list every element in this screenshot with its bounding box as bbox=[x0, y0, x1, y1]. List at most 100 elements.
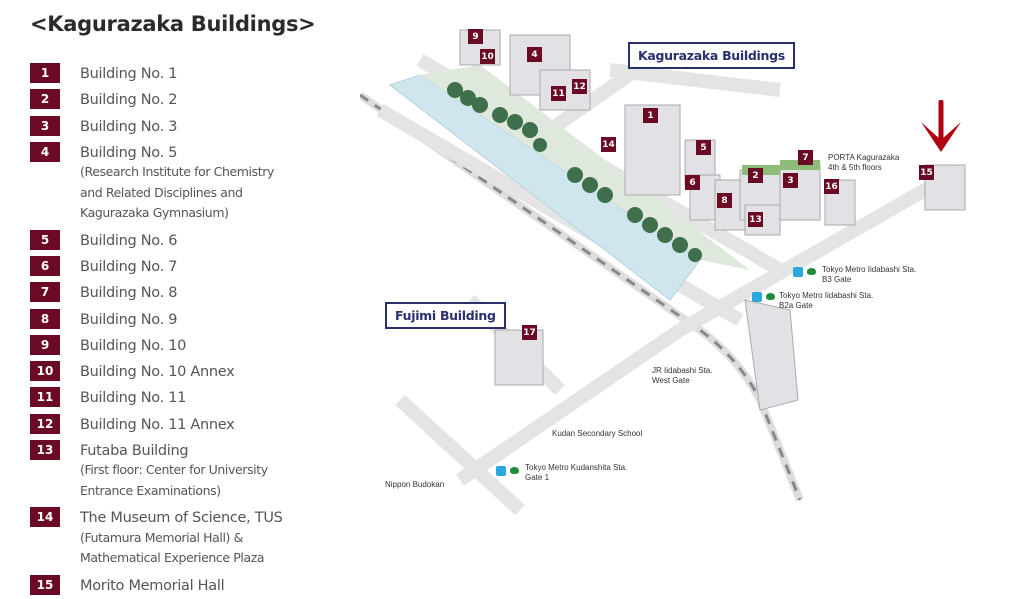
building-number-badge: 13 bbox=[30, 440, 60, 461]
legend-item-text: Building No. 5 (Research Institute for Ch… bbox=[80, 140, 274, 228]
building-number-badge: 5 bbox=[30, 229, 60, 250]
legend-item: 5 Building No. 6 bbox=[30, 228, 283, 254]
building-name: Building No. 11 bbox=[80, 390, 187, 407]
legend-item: 7 Building No. 8 bbox=[30, 280, 283, 306]
map-building-marker-10[interactable]: 10 bbox=[480, 49, 495, 64]
building-name: Building No. 2 bbox=[80, 92, 178, 109]
building-number-badge: 14 bbox=[30, 507, 60, 528]
fujimi-area-label: Fujimi Building bbox=[385, 302, 506, 329]
building-shapes bbox=[459, 29, 966, 411]
legend-item-text: The Museum of Science, TUS (Futamura Memo… bbox=[80, 505, 283, 572]
building-name: Futaba Building bbox=[80, 443, 189, 460]
legend-title: <Kagurazaka Buildings> bbox=[30, 12, 316, 36]
legend-item: 12 Building No. 11 Annex bbox=[30, 412, 283, 438]
map-building-marker-1[interactable]: 1 bbox=[643, 108, 658, 123]
building-name: Building No. 6 bbox=[80, 232, 178, 249]
legend-item: 1 Building No. 1 bbox=[30, 61, 283, 87]
map-building-marker-6[interactable]: 6 bbox=[685, 175, 700, 190]
building-number-badge: 1 bbox=[30, 63, 60, 83]
metro-b3-label: Tokyo Metro Iidabashi Sta. B3 Gate bbox=[822, 265, 917, 284]
legend-item-text: Building No. 6 bbox=[80, 228, 177, 254]
jr-west-gate-label: JR Iidabashi Sta. West Gate bbox=[652, 366, 713, 385]
legend-item-text: Futaba Building (First floor: Center for … bbox=[80, 438, 268, 505]
tree-icon bbox=[807, 268, 816, 275]
map-building-marker-15[interactable]: 15 bbox=[919, 165, 934, 180]
building-number-badge: 12 bbox=[30, 413, 60, 434]
metro-icon bbox=[752, 292, 762, 302]
building-number-badge: 2 bbox=[30, 89, 60, 110]
tree-icon bbox=[510, 467, 519, 474]
legend-item: 14 The Museum of Science, TUS (Futamura Me… bbox=[30, 505, 283, 572]
roads bbox=[376, 53, 964, 516]
porta-label: PORTA Kagurazaka 4th & 5th floors bbox=[828, 153, 900, 172]
building-name: Building No. 3 bbox=[80, 118, 178, 135]
building-name: Morito Memorial Hall bbox=[80, 577, 225, 594]
legend-item-text: Building No. 10 Annex bbox=[80, 359, 235, 385]
highlight-arrow-icon bbox=[921, 100, 961, 152]
legend-item-text: Building No. 11 Annex bbox=[80, 412, 235, 438]
legend-item-text: Building No. 1 bbox=[80, 61, 177, 87]
legend-item: 3 Building No. 3 bbox=[30, 114, 283, 140]
legend-item: 13 Futaba Building (First floor: Center fo… bbox=[30, 438, 283, 505]
building-number-badge: 9 bbox=[30, 334, 60, 355]
kudan-school-label: Kudan Secondary School bbox=[552, 429, 643, 438]
building-note: (Research Institute for Chemistry and Re… bbox=[80, 164, 274, 221]
legend-item-text: Building No. 11 bbox=[80, 385, 186, 411]
map-building-marker-14[interactable]: 14 bbox=[601, 137, 616, 152]
legend-item: 4 Building No. 5 (Research Institute for C… bbox=[30, 140, 283, 228]
legend-item: 10 Building No. 10 Annex bbox=[30, 359, 283, 385]
legend-item-text: Building No. 2 bbox=[80, 87, 177, 113]
legend-item: 9 Building No. 10 bbox=[30, 333, 283, 359]
map-building-marker-7[interactable]: 7 bbox=[798, 150, 813, 165]
building-name: The Museum of Science, TUS bbox=[80, 510, 283, 527]
building-name: Building No. 9 bbox=[80, 311, 178, 328]
map-building-marker-3[interactable]: 3 bbox=[783, 173, 798, 188]
building-number-badge: 7 bbox=[30, 282, 60, 303]
building-name: Building No. 10 Annex bbox=[80, 364, 235, 381]
map-building-marker-12[interactable]: 12 bbox=[572, 79, 587, 94]
tree-icon bbox=[766, 293, 775, 300]
building-number-badge: 6 bbox=[30, 255, 60, 276]
map-building-marker-11[interactable]: 11 bbox=[551, 86, 566, 101]
map-building-marker-9[interactable]: 9 bbox=[468, 29, 483, 44]
legend-item-text: Building No. 8 bbox=[80, 280, 177, 306]
building-number-badge: 8 bbox=[30, 308, 60, 329]
building-number-badge: 4 bbox=[30, 141, 60, 162]
building-name: Building No. 11 Annex bbox=[80, 416, 235, 433]
building-note: (Futamura Memorial Hall) & Mathematical … bbox=[80, 529, 265, 566]
legend-item-text: Building No. 9 bbox=[80, 307, 177, 333]
map-building-marker-17[interactable]: 17 bbox=[522, 325, 537, 340]
map-drawing bbox=[360, 29, 966, 516]
legend-item-text: Morito Memorial Hall bbox=[80, 573, 225, 599]
metro-b2a-label: Tokyo Metro Iidabashi Sta. B2a Gate bbox=[779, 291, 874, 310]
map-building-marker-5[interactable]: 5 bbox=[696, 140, 711, 155]
budokan-label: Nippon Budokan bbox=[385, 480, 445, 489]
building-number-badge: 3 bbox=[30, 115, 60, 136]
building-name: Building No. 8 bbox=[80, 285, 178, 302]
legend-item-text: Building No. 10 bbox=[80, 333, 186, 359]
map-building-marker-4[interactable]: 4 bbox=[527, 47, 542, 62]
metro-kudanshita-label: Tokyo Metro Kudanshita Sta. Gate 1 bbox=[525, 463, 628, 482]
map-building-marker-8[interactable]: 8 bbox=[717, 193, 732, 208]
legend-item: 8 Building No. 9 bbox=[30, 307, 283, 333]
legend-item-text: Building No. 3 bbox=[80, 114, 177, 140]
building-name: Building No. 1 bbox=[80, 66, 178, 82]
metro-icon bbox=[793, 267, 803, 277]
legend-item-text: Building No. 7 bbox=[80, 254, 177, 280]
metro-icon bbox=[496, 466, 506, 476]
building-name: Building No. 7 bbox=[80, 258, 178, 275]
kagurazaka-area-label: Kagurazaka Buildings bbox=[628, 42, 795, 69]
map-building-marker-13[interactable]: 13 bbox=[748, 212, 763, 227]
building-name: Building No. 10 bbox=[80, 337, 187, 354]
map-building-marker-2[interactable]: 2 bbox=[748, 168, 763, 183]
building-number-badge: 10 bbox=[30, 361, 60, 382]
legend-item: 6 Building No. 7 bbox=[30, 254, 283, 280]
map-building-marker-16[interactable]: 16 bbox=[824, 179, 839, 194]
building-name: Building No. 5 bbox=[80, 144, 178, 161]
building-note: (First floor: Center for University Entr… bbox=[80, 462, 268, 498]
